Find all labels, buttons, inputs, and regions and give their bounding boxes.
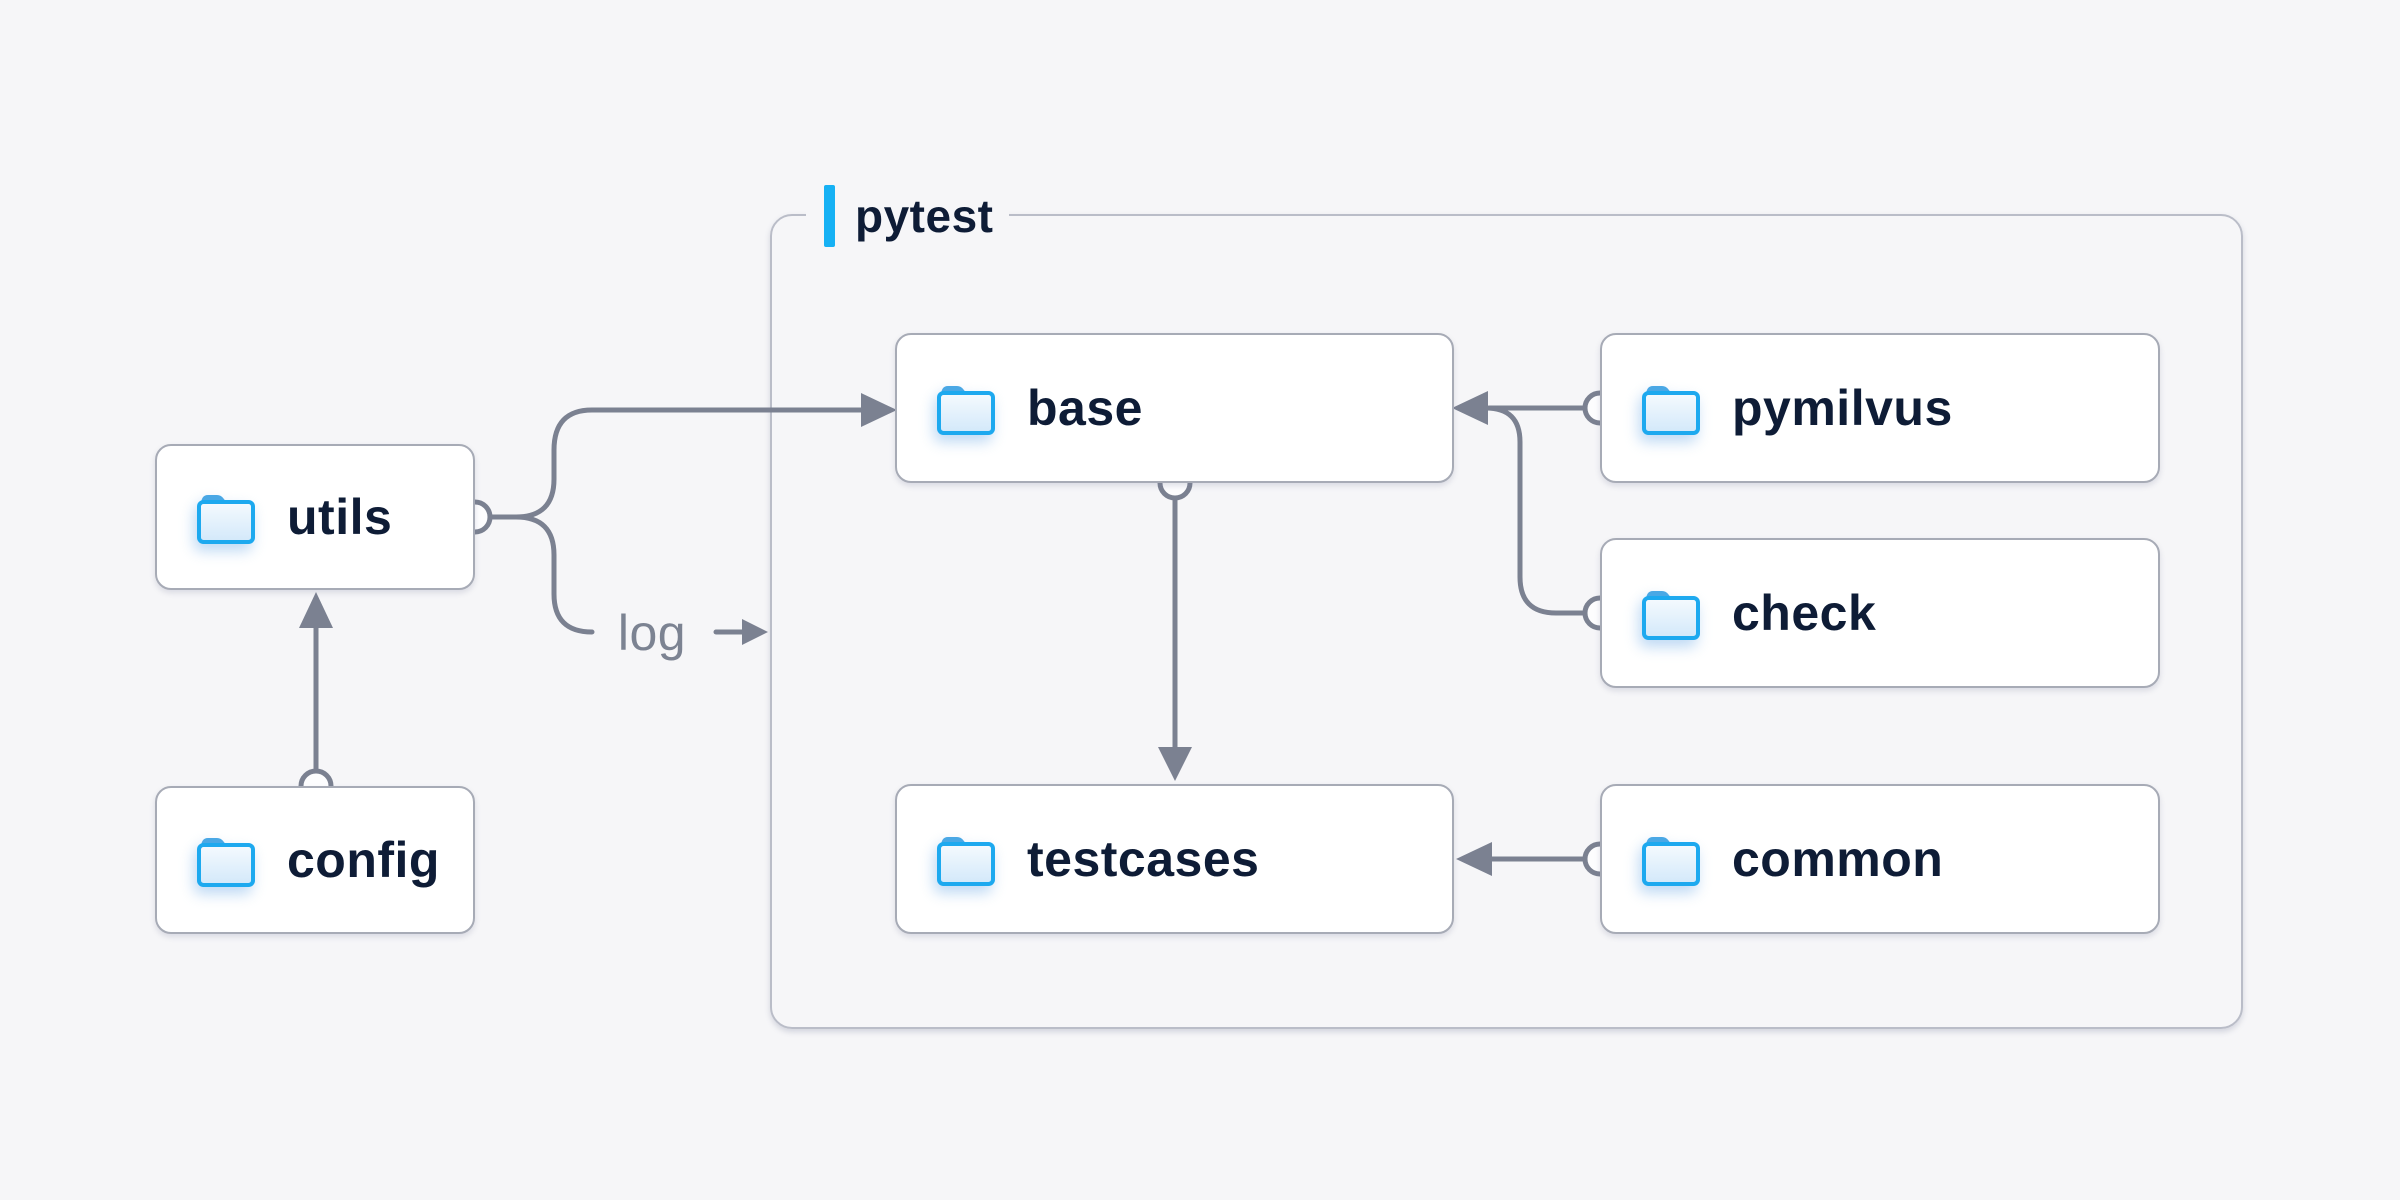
node-testcases: testcases [895, 784, 1454, 934]
node-label: config [287, 832, 440, 888]
node-utils: utils [155, 444, 475, 590]
accent-bar-icon [824, 185, 835, 247]
node-check: check [1600, 538, 2160, 688]
node-label: testcases [1027, 831, 1260, 887]
log-edge-label: log [602, 603, 702, 663]
node-pymilvus: pymilvus [1600, 333, 2160, 483]
pytest-group-box [770, 214, 2243, 1029]
pytest-group-label-text: pytest [855, 190, 994, 242]
node-common: common [1600, 784, 2160, 934]
folder-icon [937, 837, 995, 886]
pytest-group-label: pytest [806, 180, 1010, 252]
node-label: pymilvus [1732, 380, 1953, 436]
folder-icon [197, 838, 255, 887]
node-label: utils [287, 489, 393, 545]
node-label: base [1027, 380, 1143, 436]
node-config: config [155, 786, 475, 934]
folder-icon [937, 386, 995, 435]
node-base: base [895, 333, 1454, 483]
node-label: common [1732, 831, 1944, 887]
folder-icon [1642, 386, 1700, 435]
folder-icon [1642, 837, 1700, 886]
folder-icon [1642, 591, 1700, 640]
edge-config-utils [298, 592, 334, 804]
node-label: check [1732, 585, 1877, 641]
folder-icon [197, 495, 255, 544]
